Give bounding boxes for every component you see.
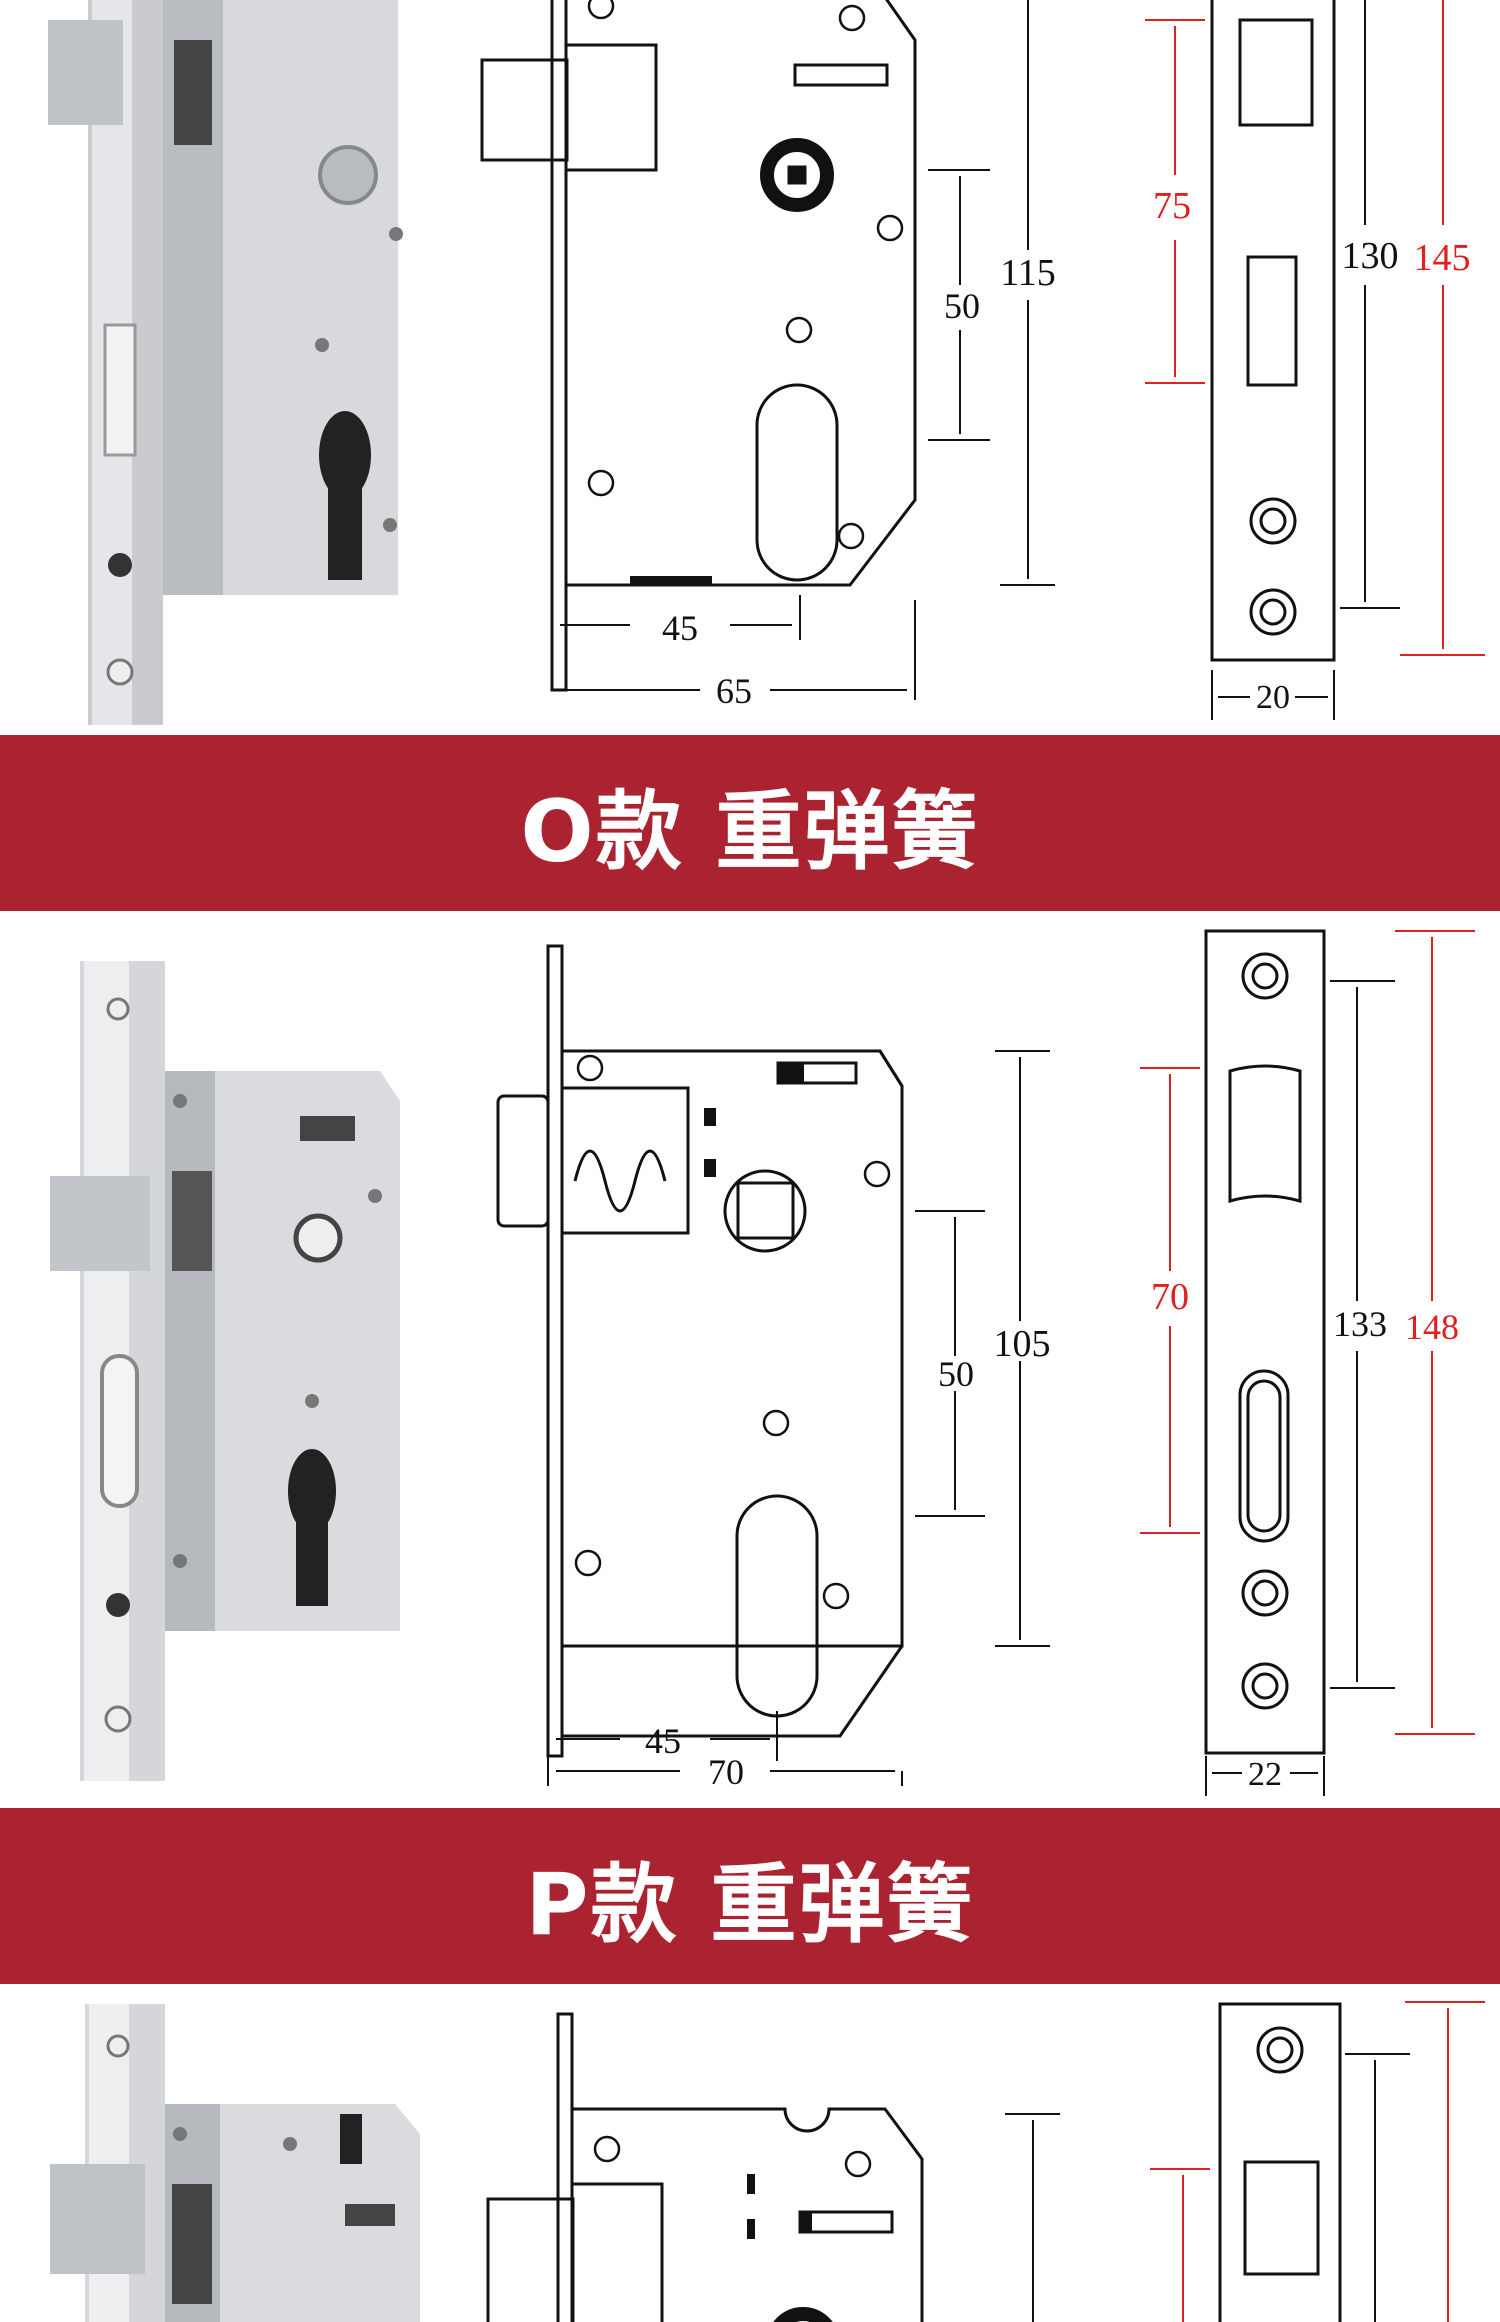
faceplate-black-dims bbox=[1211, 0, 1400, 720]
screw-marks bbox=[574, 1054, 891, 1610]
dim-handle-to-cyl: 50 bbox=[938, 1354, 974, 1394]
screw-marks bbox=[593, 2135, 872, 2178]
faceplate-diagram bbox=[1204, 929, 1326, 1755]
lock-photo bbox=[48, 0, 403, 725]
faceplate-red-dims bbox=[1145, 0, 1485, 656]
dim-plate-total: 145 bbox=[1414, 237, 1471, 279]
dim-plate-inner: 133 bbox=[1333, 1304, 1387, 1344]
banner-p-model: P款 重弹簧 bbox=[0, 1808, 1500, 1984]
lock-body-diagram bbox=[496, 944, 904, 1758]
banner-o-title: O款 重弹簧 bbox=[520, 781, 980, 882]
dim-body-height: 105 bbox=[994, 1323, 1051, 1365]
section-prev: 50 115 45 65 75 130 145 20 bbox=[0, 0, 1500, 735]
dim-latch-spacing: 75 bbox=[1153, 185, 1191, 227]
dim-handle-to-cyl: 50 bbox=[944, 286, 980, 326]
dim-width: 65 bbox=[716, 671, 752, 711]
body-dimensions bbox=[547, 1050, 1050, 1786]
dim-width: 70 bbox=[708, 1752, 744, 1792]
section-p bbox=[0, 1984, 1500, 2322]
dim-plate-inner: 130 bbox=[1342, 235, 1399, 277]
faceplate-diagram bbox=[1218, 2002, 1342, 2322]
lock-body-diagram bbox=[480, 0, 917, 692]
dim-latch-spacing: 70 bbox=[1151, 1276, 1189, 1318]
banner-o-model: O款 重弹簧 bbox=[0, 735, 1500, 911]
dim-thickness: 45 bbox=[662, 608, 698, 648]
faceplate-diagram bbox=[1210, 0, 1336, 662]
section-o: 50 105 45 70 70 133 148 22 bbox=[0, 911, 1500, 1808]
dim-plate-total: 148 bbox=[1405, 1307, 1459, 1347]
faceplate-red-dims bbox=[1140, 930, 1475, 1735]
screw-marks bbox=[587, 0, 904, 550]
banner-p-title: P款 重弹簧 bbox=[525, 1854, 975, 1955]
lock-photo bbox=[50, 961, 400, 1781]
dim-plate-width: 22 bbox=[1248, 1756, 1282, 1793]
faceplate-red-dims bbox=[1150, 2001, 1485, 2322]
body-dimensions bbox=[551, 0, 1055, 700]
dim-body-height: 115 bbox=[1000, 252, 1056, 294]
faceplate-black-dims bbox=[1205, 980, 1395, 1796]
faceplate-black-dims bbox=[1345, 2053, 1410, 2322]
dim-thickness: 45 bbox=[645, 1721, 681, 1761]
lock-photo bbox=[50, 2004, 420, 2322]
dim-plate-width: 20 bbox=[1256, 679, 1290, 716]
